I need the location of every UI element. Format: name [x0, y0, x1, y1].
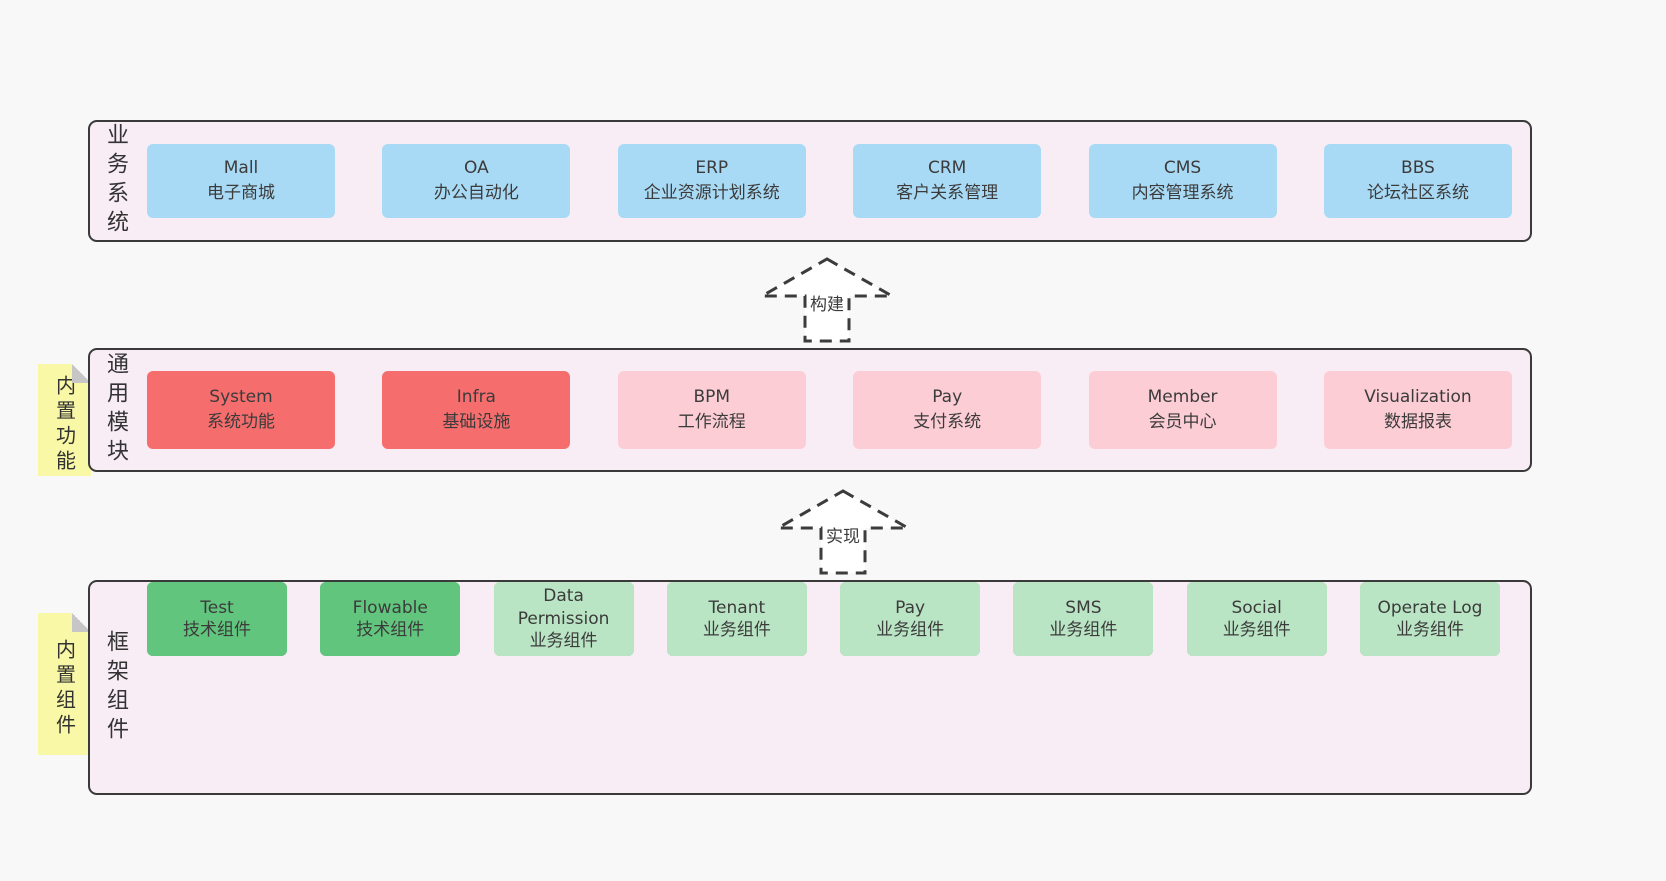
- sticky-folded-corner: [72, 364, 91, 383]
- box-subtitle: 论坛社区系统: [1366, 183, 1469, 203]
- box-subtitle: 业务组件: [529, 631, 598, 652]
- arrow-label: 构建: [808, 295, 846, 316]
- box-subtitle: 业务组件: [1222, 620, 1291, 640]
- box-subtitle: 业务组件: [702, 620, 771, 640]
- layer-label: 框架组件: [103, 629, 128, 746]
- box-title: Mall: [223, 158, 259, 179]
- box-subtitle: 客户关系管理: [896, 183, 999, 203]
- box-title: Tenant: [708, 597, 766, 618]
- box-bpm: BPM 工作流程: [617, 371, 806, 449]
- components-row-2: Test 技术组件 Flowable 技术组件 Data Permission …: [147, 582, 1500, 656]
- box-subtitle: 系统功能: [207, 412, 275, 432]
- box-subtitle: 电子商城: [207, 183, 275, 203]
- modules-boxes-row: System 系统功能 Infra 基础设施 BPM 工作流程 Pay 支付系统…: [147, 350, 1512, 470]
- box-subtitle: 技术组件: [183, 620, 251, 640]
- box-flowable: Flowable 技术组件: [320, 582, 461, 656]
- box-mall: Mall 电子商城: [147, 144, 335, 218]
- box-bbs: BBS 论坛社区系统: [1323, 144, 1512, 218]
- box-subtitle: 业务组件: [1395, 620, 1464, 640]
- sticky-note-text: 内置组件: [52, 639, 77, 739]
- box-title: Pay: [932, 387, 963, 408]
- box-subtitle: 业务组件: [876, 620, 945, 640]
- box-pay-module: Pay 支付系统: [853, 371, 1042, 449]
- box-oa: OA 办公自动化: [382, 144, 571, 218]
- box-title: Visualization: [1364, 387, 1472, 408]
- box-crm: CRM 客户关系管理: [853, 144, 1042, 218]
- box-subtitle: 支付系统: [913, 412, 982, 432]
- sticky-note-text: 内置功能: [52, 375, 77, 475]
- sticky-note-builtin-components: 内置组件: [38, 613, 91, 755]
- box-subtitle: 工作流程: [677, 412, 746, 432]
- box-title: SMS: [1065, 597, 1102, 618]
- layer-framework-components: 框架组件 Web 技术组件 Security 技术组件 MyBatis 技术组件…: [88, 580, 1532, 795]
- arrow-implement: 实现: [773, 488, 913, 576]
- box-title: System: [209, 387, 273, 408]
- sticky-note-builtin-features: 内置功能: [38, 364, 91, 476]
- box-title: Operate Log: [1377, 597, 1483, 618]
- box-title: CRM: [927, 158, 967, 179]
- box-pay-component: Pay 业务组件: [840, 582, 981, 656]
- box-operate-log: Operate Log 业务组件: [1359, 582, 1500, 656]
- box-system: System 系统功能: [147, 371, 335, 449]
- box-title: BBS: [1401, 158, 1435, 179]
- sticky-folded-corner: [72, 613, 91, 632]
- layer-label: 通用模块: [103, 352, 128, 468]
- box-subtitle: 数据报表: [1383, 412, 1452, 432]
- box-test: Test 技术组件: [147, 582, 287, 656]
- box-erp: ERP 企业资源计划系统: [617, 144, 806, 218]
- box-subtitle: 企业资源计划系统: [643, 183, 780, 203]
- box-subtitle: 技术组件: [356, 620, 425, 640]
- box-title: Social: [1231, 597, 1282, 618]
- box-title: CMS: [1163, 158, 1202, 179]
- box-title: Pay: [895, 597, 926, 618]
- box-sms: SMS 业务组件: [1013, 582, 1154, 656]
- box-title: OA: [464, 158, 489, 179]
- box-tenant: Tenant 业务组件: [666, 582, 807, 656]
- box-title: BPM: [693, 387, 731, 408]
- layer-business-systems: 业务系统 Mall 电子商城 OA 办公自动化 ERP 企业资源计划系统 CRM…: [88, 120, 1532, 242]
- box-infra: Infra 基础设施: [382, 371, 571, 449]
- box-cms: CMS 内容管理系统: [1088, 144, 1277, 218]
- box-title: Flowable: [352, 597, 428, 618]
- business-boxes-row: Mall 电子商城 OA 办公自动化 ERP 企业资源计划系统 CRM 客户关系…: [147, 122, 1512, 240]
- box-subtitle: 业务组件: [1049, 620, 1118, 640]
- box-visualization: Visualization 数据报表: [1323, 371, 1512, 449]
- box-member: Member 会员中心: [1088, 371, 1277, 449]
- box-subtitle: 基础设施: [442, 412, 511, 432]
- box-title: Data Permission: [517, 586, 610, 629]
- layer-common-modules: 通用模块 System 系统功能 Infra 基础设施 BPM 工作流程 Pay…: [88, 348, 1532, 472]
- box-subtitle: 办公自动化: [433, 183, 519, 203]
- box-title: Infra: [456, 387, 496, 408]
- box-title: Member: [1147, 387, 1218, 408]
- arrow-build: 构建: [757, 256, 897, 344]
- box-subtitle: 会员中心: [1148, 412, 1217, 432]
- box-title: ERP: [695, 158, 729, 179]
- box-data-permission: Data Permission 业务组件: [493, 582, 634, 656]
- box-title: Test: [200, 597, 234, 618]
- arrow-label: 实现: [824, 527, 862, 548]
- box-subtitle: 内容管理系统: [1131, 183, 1234, 203]
- box-social: Social 业务组件: [1186, 582, 1327, 656]
- layer-label: 业务系统: [103, 123, 128, 239]
